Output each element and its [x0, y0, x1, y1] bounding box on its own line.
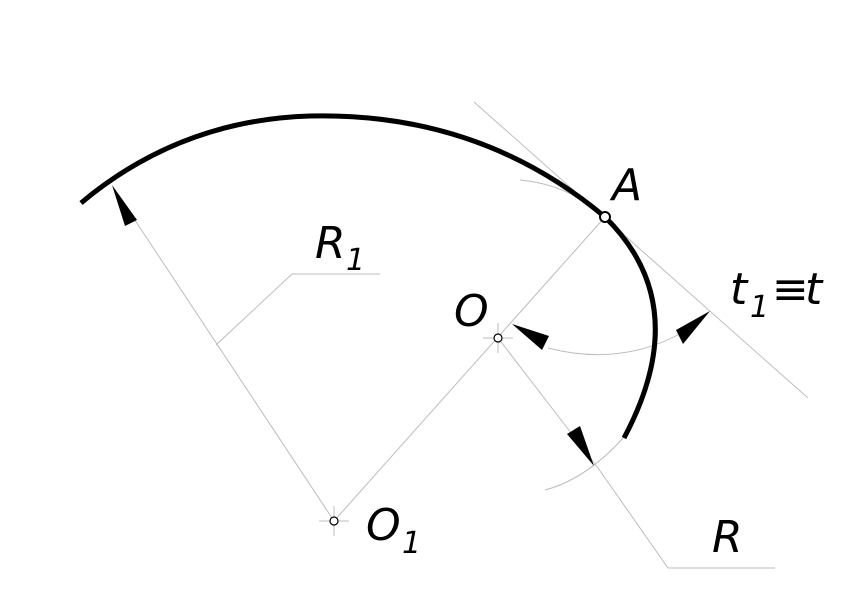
point-A-marker [599, 211, 611, 223]
construction-arc-near-end [544, 429, 631, 491]
arrow-angle-right [676, 311, 710, 344]
label-A: A [609, 160, 642, 211]
center-mark-O1 [319, 506, 349, 536]
label-equiv: ≡ [772, 264, 809, 315]
label-O: O [454, 286, 489, 337]
label-O1-subscript: 1 [402, 526, 421, 561]
label-O1: O [366, 500, 401, 551]
arrow-R [567, 426, 594, 466]
arrow-R1 [112, 185, 137, 226]
label-t1-subscript: 1 [750, 290, 769, 325]
label-R1-subscript: 1 [346, 243, 365, 278]
angle-arc [547, 327, 691, 356]
arrow-angle-left [512, 324, 549, 350]
label-R1: R [315, 218, 346, 269]
center-mark-O [483, 323, 513, 353]
radius-line-O1-A [333, 216, 606, 522]
label-t: t [805, 264, 824, 315]
label-R: R [712, 512, 743, 563]
label-t1: t [730, 264, 749, 315]
leader-R1 [215, 273, 380, 346]
large-arc-R1 [79, 113, 607, 219]
radius-line-O1-start [114, 189, 335, 522]
leader-R [597, 467, 775, 569]
tangent-line [473, 101, 809, 399]
label-tangent: t 1 ≡ t [730, 264, 824, 325]
small-arc-R [603, 215, 658, 440]
